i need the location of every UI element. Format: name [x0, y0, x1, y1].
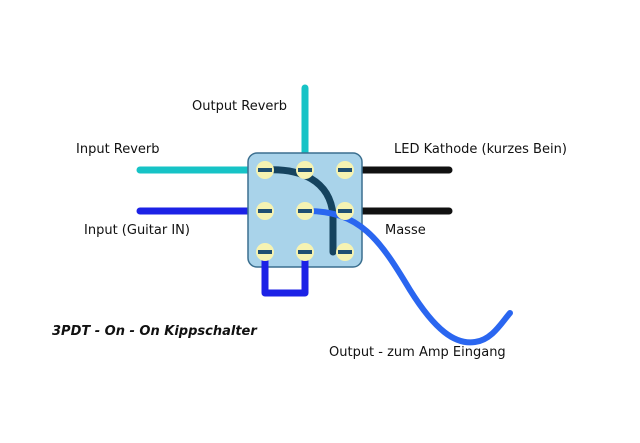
- label-led-kathode: LED Kathode (kurzes Bein): [394, 142, 567, 157]
- switch-title: 3PDT - On - On Kippschalter: [52, 324, 257, 339]
- lug: [256, 202, 274, 220]
- lug: [296, 161, 314, 179]
- lug: [336, 243, 354, 261]
- label-masse: Masse: [385, 223, 426, 238]
- lug: [336, 202, 354, 220]
- lug: [336, 161, 354, 179]
- label-input-guitar: Input (Guitar IN): [84, 223, 190, 238]
- wire-output-amp: [302, 207, 513, 346]
- lug-grid: [256, 161, 354, 261]
- lug: [256, 161, 274, 179]
- lug: [296, 243, 314, 261]
- wire-bottom-jumper: [261, 252, 309, 297]
- label-input-reverb: Input Reverb: [76, 142, 160, 157]
- lug: [256, 243, 274, 261]
- lug: [296, 202, 314, 220]
- label-output-amp: Output - zum Amp Eingang: [329, 345, 506, 360]
- label-output-reverb: Output Reverb: [192, 99, 288, 114]
